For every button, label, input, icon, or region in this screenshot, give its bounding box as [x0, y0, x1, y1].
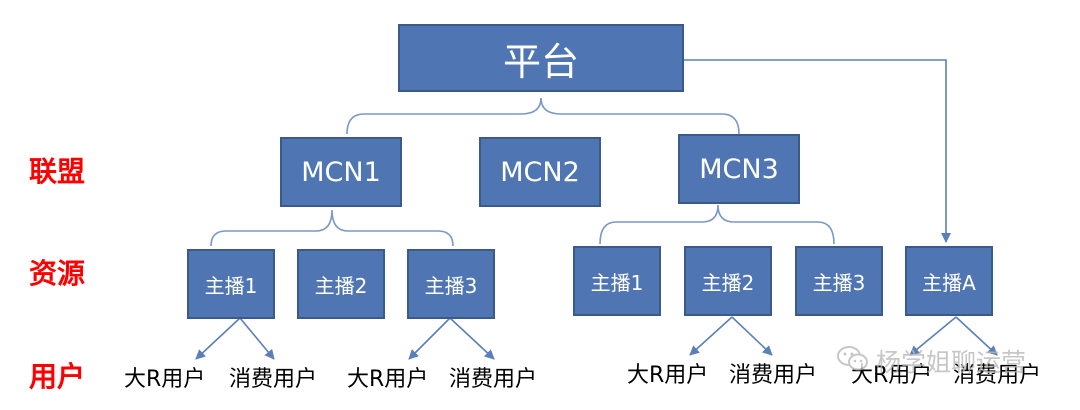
- anchor-box: 主播2: [297, 249, 385, 319]
- platform-box: 平台: [398, 24, 684, 92]
- anchor-user-arrow: [909, 316, 957, 356]
- anchor-user-arrow: [239, 317, 275, 360]
- user-label: 消费用户: [729, 363, 818, 388]
- anchor-box: 主播A: [905, 246, 993, 316]
- anchor-user-arrow: [195, 317, 241, 360]
- anchor-user-arrow: [408, 317, 451, 360]
- anchor-box: 主播2: [684, 246, 772, 316]
- user-label: 消费用户: [229, 367, 318, 392]
- platform-brace: [346, 97, 740, 135]
- mcn3-brace: [599, 204, 835, 245]
- anchor-box: 主播3: [795, 246, 883, 316]
- anchor-user-arrow: [689, 316, 733, 356]
- tier-label-alliance: 联盟: [29, 155, 86, 188]
- anchor-box: 主播1: [573, 246, 661, 316]
- user-label: 大R用户: [347, 367, 429, 392]
- anchor-user-arrow: [449, 317, 495, 360]
- wechat-icon: [836, 345, 870, 377]
- user-label: 消费用户: [449, 367, 538, 392]
- anchor-user-arrow: [955, 316, 998, 356]
- user-label: 消费用户: [953, 363, 1042, 388]
- watermark-text: 杨学姐聊运营: [876, 348, 1027, 377]
- tier-label-users: 用户: [29, 360, 86, 393]
- anchor-user-arrow: [731, 316, 773, 356]
- anchor-box: 主播3: [407, 249, 495, 319]
- mcn1-box: MCN1: [280, 137, 402, 207]
- mcn3-box: MCN3: [678, 134, 800, 204]
- user-label: 大R用户: [627, 363, 709, 388]
- watermark: 杨学姐聊运营: [836, 341, 1026, 381]
- platform-to-anchor-a-arrow: [683, 59, 951, 243]
- anchor-box: 主播1: [187, 249, 275, 319]
- tier-label-resources: 资源: [29, 257, 86, 290]
- user-label: 大R用户: [124, 367, 206, 392]
- mcn2-box: MCN2: [479, 137, 601, 207]
- mcn1-brace: [210, 209, 454, 247]
